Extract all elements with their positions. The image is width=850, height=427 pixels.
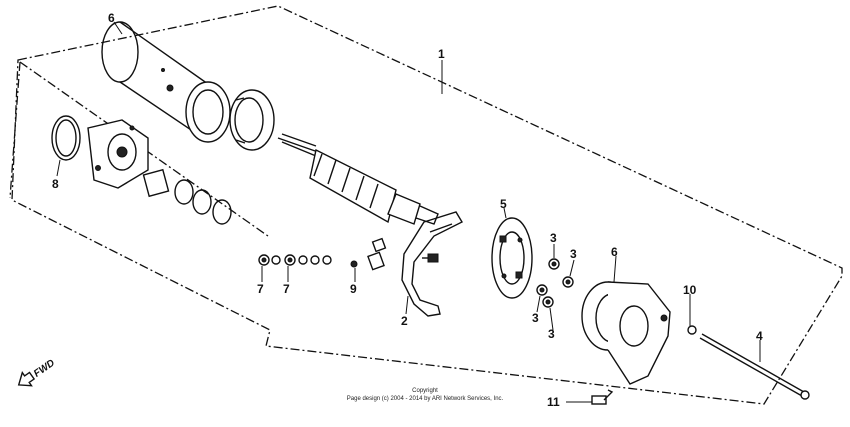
copyright-line-2: Page design (c) 2004 - 2014 by ARI Netwo…	[347, 396, 504, 402]
mounting-bolt	[591, 389, 614, 405]
callout-2: 2	[401, 314, 408, 328]
callout-labels: 1 6 8 7 7 9 2 5 3 3 3 3 6 10 4 11	[52, 11, 763, 409]
callout-6-yoke: 6	[108, 11, 115, 25]
field-ring	[229, 89, 275, 151]
forward-label: FWD	[32, 358, 57, 380]
callout-9: 9	[350, 282, 357, 296]
forward-indicator: FWD	[17, 358, 57, 387]
terminal-nuts	[536, 258, 574, 308]
callout-8: 8	[52, 177, 59, 191]
callout-3-lower-left: 3	[532, 311, 539, 325]
leader-lines	[56, 21, 761, 403]
subassembly-outline	[9, 61, 269, 237]
small-washers-row	[258, 254, 358, 268]
brush-plate	[491, 217, 533, 299]
callout-11: 11	[547, 395, 560, 409]
callout-6-cover: 6	[611, 245, 618, 259]
callout-1: 1	[438, 47, 445, 61]
sealing-washer	[687, 325, 697, 335]
copyright-line-1: Copyright	[412, 388, 438, 394]
callout-3-top: 3	[550, 231, 557, 245]
brush-holder-bracket	[367, 211, 463, 317]
yoke-housing	[101, 21, 231, 143]
callout-7-right: 7	[283, 282, 290, 296]
callout-3-lower-right: 3	[548, 327, 555, 341]
rear-cover	[581, 281, 671, 385]
washer-stack	[142, 168, 232, 225]
callout-3-right: 3	[570, 247, 577, 261]
callout-10: 10	[683, 283, 697, 297]
forward-arrow-icon	[17, 371, 36, 387]
callout-4: 4	[756, 329, 763, 343]
o-ring	[51, 115, 81, 161]
assembly-outline	[11, 5, 843, 405]
through-bolt	[699, 333, 810, 400]
front-cover	[87, 119, 149, 189]
callout-7-left: 7	[257, 282, 264, 296]
armature	[277, 133, 439, 225]
callout-5: 5	[500, 197, 507, 211]
